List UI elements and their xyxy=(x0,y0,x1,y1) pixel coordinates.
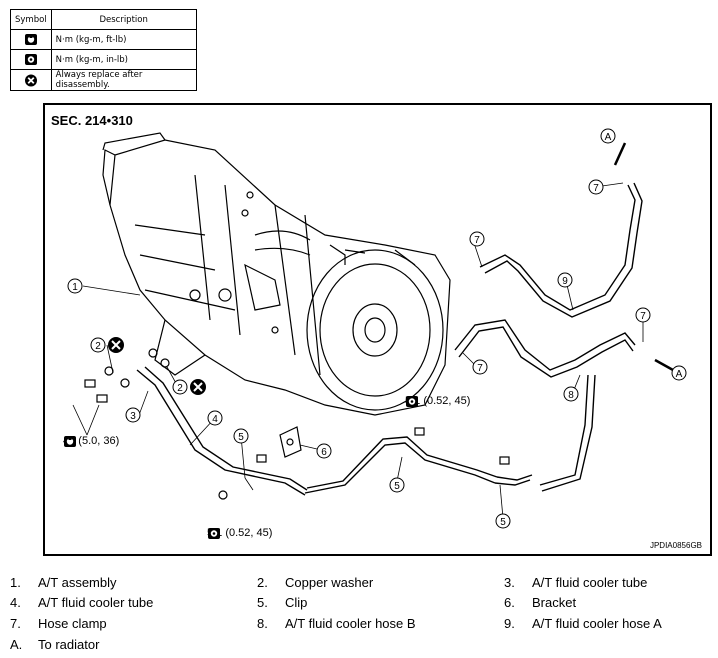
exploded-diagram: SEC. 214•310 xyxy=(43,103,712,556)
torque-nm-kgm-ftlb-icon xyxy=(24,34,37,45)
svg-text:5: 5 xyxy=(500,517,506,528)
svg-text:2: 2 xyxy=(177,383,183,394)
legend-row-1-desc: N·m (kg-m, ft-lb) xyxy=(50,29,197,50)
callouts: 1 2 2 3 4 5 5 5 6 7 7 7 7 8 9 A A xyxy=(67,128,687,529)
callout-9: 9 xyxy=(557,272,573,288)
legend-row-1-symbol xyxy=(10,29,52,50)
diagram-drawing: 1 2 2 3 4 5 5 5 6 7 7 7 7 8 9 A A xyxy=(67,128,687,529)
svg-text:A: A xyxy=(605,132,612,143)
svg-text:A: A xyxy=(676,369,683,380)
legend-row-2-symbol xyxy=(10,49,52,70)
svg-text:7: 7 xyxy=(477,363,483,374)
callout-8: 8 xyxy=(563,386,579,402)
callout-A-top: A xyxy=(600,128,616,144)
callout-2a: 2 xyxy=(90,337,106,353)
list-item: 8.A/T fluid cooler hose B xyxy=(257,616,416,631)
callout-5a: 5 xyxy=(233,428,249,444)
cooler-hoses-drawing xyxy=(454,182,643,492)
list-item: 6.Bracket xyxy=(504,595,577,610)
list-item: 3.A/T fluid cooler tube xyxy=(504,575,648,590)
svg-text:5: 5 xyxy=(394,481,400,492)
legend-row-3-desc: Always replace after disassembly. xyxy=(50,69,197,91)
list-item: 2.Copper washer xyxy=(257,575,374,590)
callout-5c: 5 xyxy=(495,513,511,529)
legend-row-2-desc: N·m (kg-m, in-lb) xyxy=(50,49,197,70)
always-replace-icon xyxy=(107,336,125,354)
bolts-drawing xyxy=(84,348,510,500)
torque-nm-kgm-ftlb-icon xyxy=(64,436,76,447)
callout-5b: 5 xyxy=(389,477,405,493)
bracket-drawing xyxy=(279,426,302,458)
svg-text:7: 7 xyxy=(474,235,480,246)
callout-A-right: A xyxy=(671,365,687,381)
list-item: 1.A/T assembly xyxy=(10,575,117,590)
list-item: 5.Clip xyxy=(257,595,308,610)
list-item: 7.Hose clamp xyxy=(10,616,107,631)
callout-7c: 7 xyxy=(588,179,604,195)
svg-text:1: 1 xyxy=(72,282,78,293)
svg-text:2: 2 xyxy=(95,341,101,352)
list-item: 9.A/T fluid cooler hose A xyxy=(504,616,662,631)
torque-value-3: 5.1 (0.52, 45) xyxy=(207,527,273,539)
cooler-tubes-drawing xyxy=(136,366,533,496)
always-replace-icon xyxy=(189,378,207,396)
list-item: 4.A/T fluid cooler tube xyxy=(10,595,154,610)
legend-table: Symbol Description N·m (kg-m, ft-lb) N·m… xyxy=(10,9,197,91)
callout-2b: 2 xyxy=(172,379,188,395)
callout-7d: 7 xyxy=(635,307,651,323)
torque-nm-kgm-inlb-icon xyxy=(406,396,418,407)
callout-7b: 7 xyxy=(472,359,488,375)
svg-text:5: 5 xyxy=(238,432,244,443)
torque-spec-3: 5.1 (0.52, 45) xyxy=(207,527,272,539)
legend-header-symbol: Symbol xyxy=(10,9,52,30)
svg-text:7: 7 xyxy=(640,311,646,322)
at-assembly-drawing xyxy=(102,132,451,416)
figure-id: JPDIA0856GB xyxy=(649,541,702,550)
callout-3: 3 xyxy=(125,407,141,423)
callout-6: 6 xyxy=(316,443,332,459)
callout-7a: 7 xyxy=(469,231,485,247)
callout-4: 4 xyxy=(207,410,223,426)
svg-text:4: 4 xyxy=(212,414,218,425)
always-replace-icon xyxy=(24,74,37,86)
svg-text:8: 8 xyxy=(568,390,574,401)
torque-nm-kgm-inlb-icon xyxy=(208,528,220,539)
callout-1: 1 xyxy=(67,278,83,294)
torque-nm-kgm-inlb-icon xyxy=(24,54,37,65)
list-item: A.To radiator xyxy=(10,637,100,652)
torque-value-1: 49 (5.0, 36) xyxy=(63,435,120,447)
torque-spec-2: 5.1 (0.52, 45) xyxy=(405,395,470,407)
section-label: SEC. 214•310 xyxy=(51,113,133,128)
svg-text:3: 3 xyxy=(130,411,136,422)
svg-text:6: 6 xyxy=(321,447,327,458)
torque-value-2: 5.1 (0.52, 45) xyxy=(405,395,471,407)
leader-lines xyxy=(72,142,674,519)
legend-row-3-symbol xyxy=(10,69,52,91)
torque-spec-1: 49 (5.0, 36) xyxy=(63,435,119,447)
svg-text:9: 9 xyxy=(562,276,568,287)
legend-header-description: Description xyxy=(50,9,197,30)
svg-text:7: 7 xyxy=(593,183,599,194)
